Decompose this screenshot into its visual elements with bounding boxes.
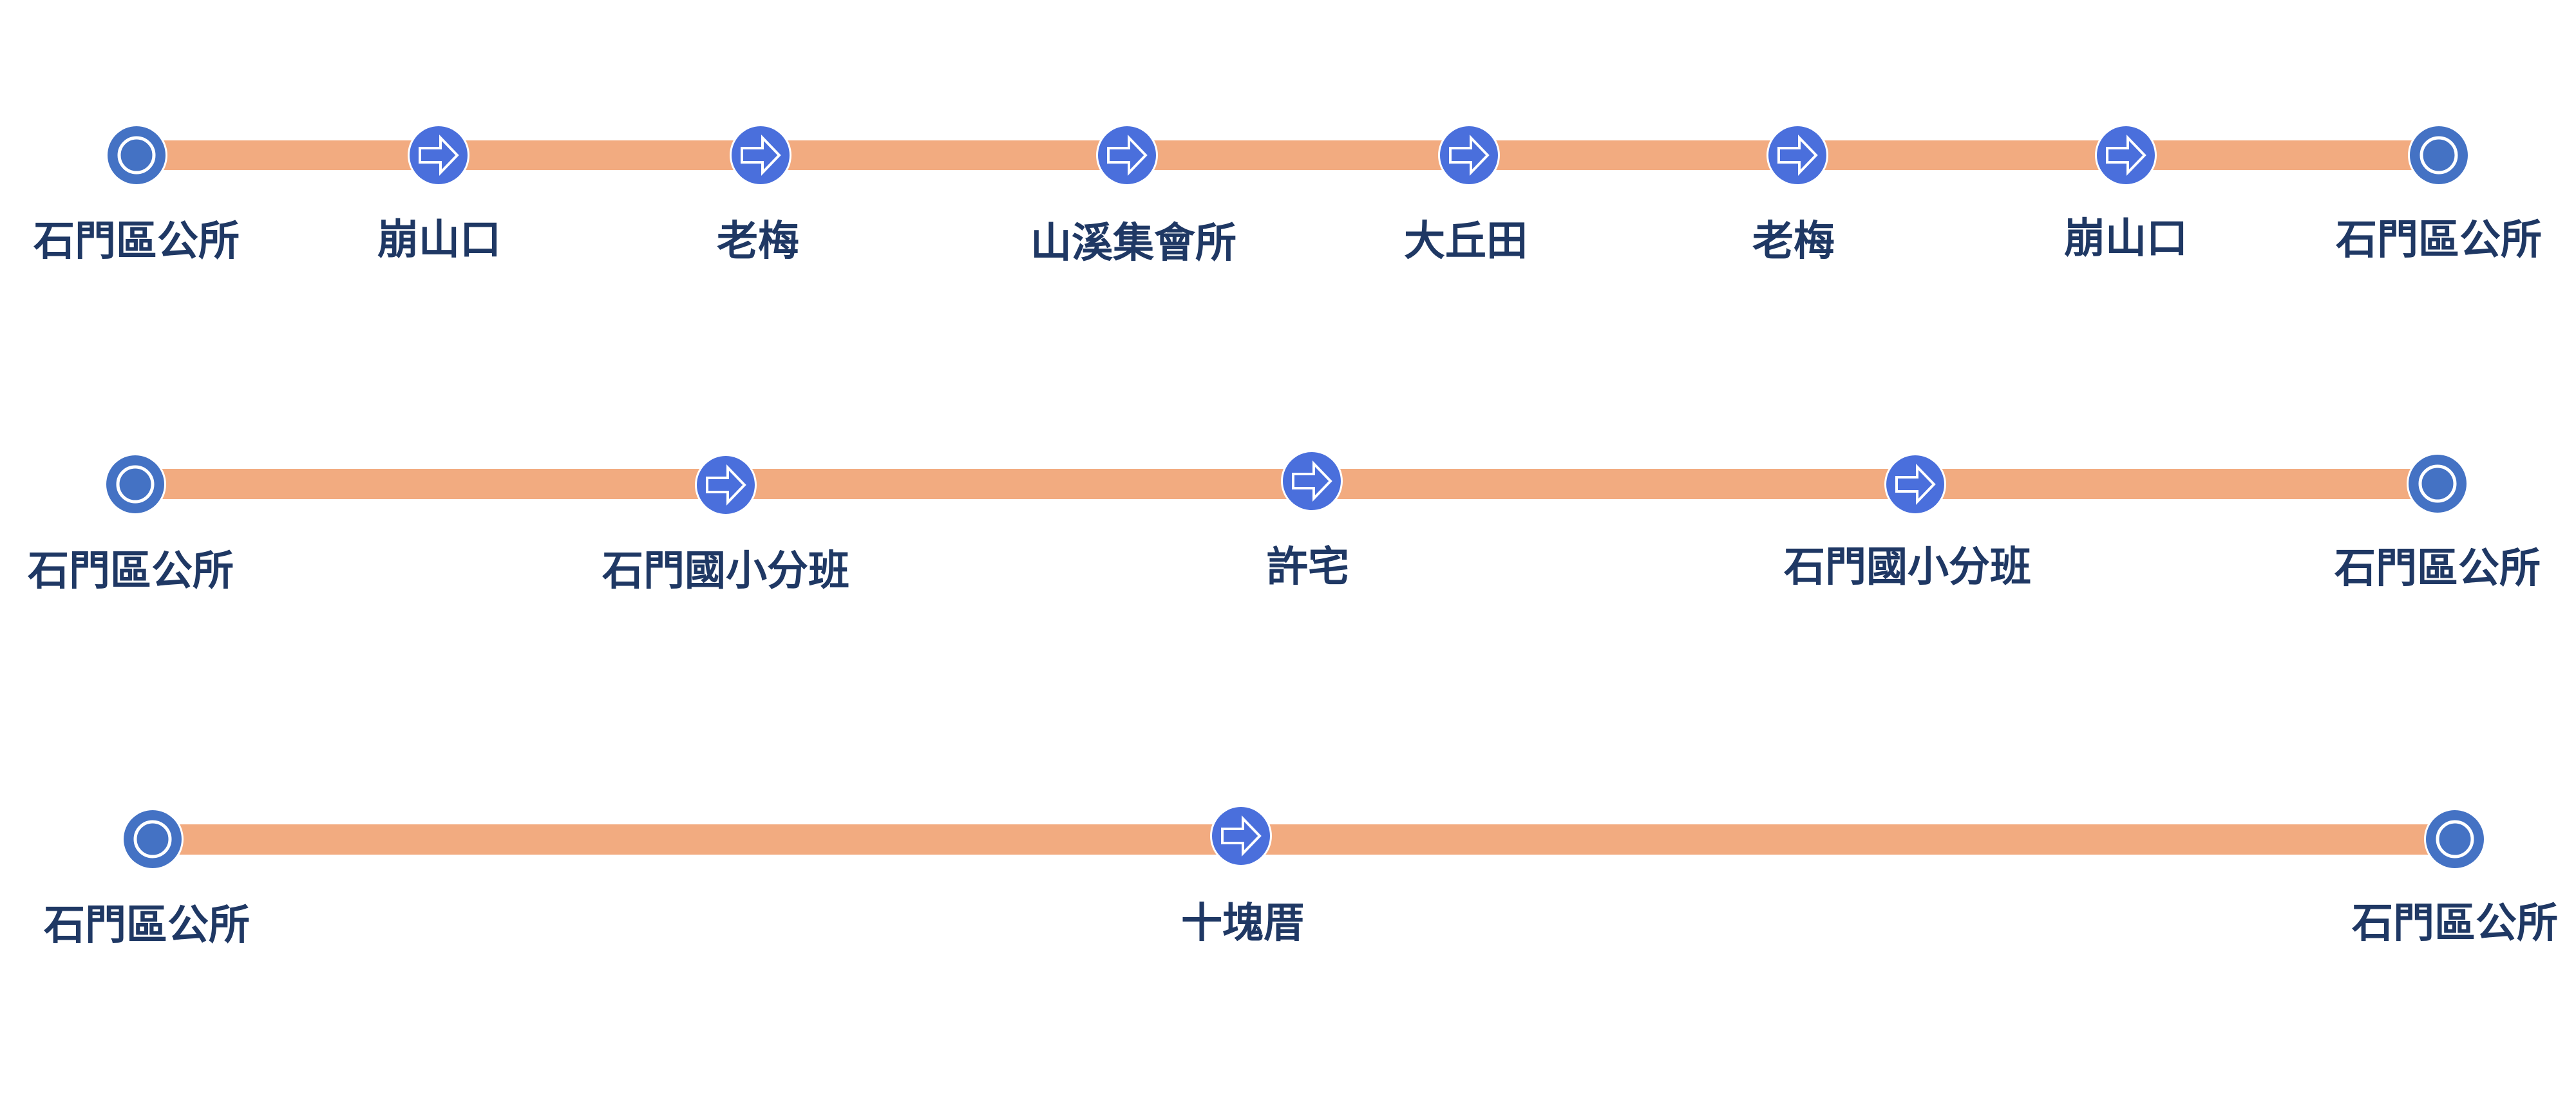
marker-disc (410, 126, 468, 184)
stop-4: 山溪集會所 (1030, 124, 1236, 267)
stop-label: 石門區公所 (44, 901, 250, 949)
ring-icon (116, 465, 155, 504)
via-marker (2095, 124, 2157, 186)
marker-disc (1886, 455, 1944, 513)
stop-label: 石門區公所 (2336, 216, 2542, 264)
via-marker (1766, 124, 1828, 186)
ring-icon (2436, 820, 2474, 858)
stop-4: 石門國小分班 (1784, 453, 2031, 591)
marker-disc (2410, 126, 2468, 184)
stop-label: 老梅 (717, 217, 799, 265)
stop-label: 崩山口 (377, 216, 501, 264)
marker-disc (2426, 810, 2484, 868)
terminal-marker (106, 124, 167, 186)
ring-icon (2418, 464, 2457, 503)
arrow-right-icon (1292, 460, 1332, 502)
arrow-right-icon (706, 464, 746, 506)
marker-disc (2409, 455, 2467, 513)
stop-label: 石門國小分班 (1784, 543, 2031, 591)
terminal-marker (122, 808, 184, 870)
marker-disc (732, 126, 790, 184)
arrow-right-icon (1449, 135, 1490, 176)
stop-3: 許宅 (1267, 450, 1349, 591)
stop-label: 崩山口 (2064, 214, 2188, 263)
stop-3: 老梅 (717, 124, 799, 265)
stop-label: 大丘田 (1404, 217, 1528, 265)
via-marker (730, 124, 791, 186)
ring-icon (2420, 136, 2458, 175)
route-2: 石門區公所 石門國小分班 許宅 石門國小分班 石門區公所 (28, 450, 2541, 595)
marker-disc (2097, 126, 2155, 184)
stop-label: 山溪集會所 (1030, 219, 1236, 267)
stop-label: 石門區公所 (2352, 899, 2558, 947)
route-1: 石門區公所 崩山口 老梅 山溪集會所 大丘田 老梅 崩山口 石門區公所 (33, 124, 2542, 267)
via-marker (695, 454, 757, 516)
terminal-marker (104, 453, 166, 515)
via-marker (1281, 450, 1343, 512)
marker-disc (108, 126, 166, 184)
stop-label: 石門國小分班 (602, 547, 849, 595)
via-marker (1210, 805, 1272, 867)
marker-disc (1098, 126, 1156, 184)
marker-disc (106, 455, 164, 513)
stop-label: 十塊厝 (1181, 899, 1305, 947)
arrow-right-icon (1777, 135, 1818, 176)
stop-6: 老梅 (1752, 124, 1835, 265)
marker-disc (1768, 126, 1826, 184)
terminal-marker (2408, 124, 2470, 186)
stop-3: 石門區公所 (2352, 808, 2558, 947)
via-marker (1096, 124, 1158, 186)
stop-1: 石門區公所 (33, 124, 240, 265)
arrow-right-icon (1221, 815, 1262, 857)
marker-disc (124, 810, 182, 868)
arrow-right-icon (2106, 135, 2146, 176)
stop-5: 石門區公所 (2334, 453, 2541, 593)
via-marker (1884, 453, 1946, 515)
stop-label: 老梅 (1752, 217, 1835, 265)
stop-label: 石門區公所 (2334, 544, 2541, 593)
stop-2: 十塊厝 (1181, 805, 1305, 947)
stop-label: 石門區公所 (33, 217, 240, 265)
stop-1: 石門區公所 (44, 808, 250, 949)
via-marker (1438, 124, 1500, 186)
marker-disc (1212, 807, 1270, 865)
arrow-right-icon (419, 135, 459, 176)
arrow-right-icon (741, 135, 781, 176)
terminal-marker (2407, 453, 2468, 515)
stop-2: 石門國小分班 (602, 454, 849, 595)
marker-disc (697, 456, 755, 514)
route-line (137, 140, 2439, 170)
stop-8: 石門區公所 (2336, 124, 2542, 264)
arrow-right-icon (1895, 464, 1936, 505)
stop-2: 崩山口 (377, 124, 501, 264)
via-marker (408, 124, 469, 186)
terminal-marker (2424, 808, 2486, 870)
route-3: 石門區公所 十塊厝 石門區公所 (44, 805, 2558, 949)
marker-disc (1283, 452, 1341, 510)
route-line (153, 824, 2455, 855)
stop-1: 石門區公所 (28, 453, 234, 595)
stop-5: 大丘田 (1404, 124, 1528, 265)
stop-label: 許宅 (1267, 543, 1349, 591)
ring-icon (117, 136, 156, 175)
ring-icon (133, 820, 172, 858)
arrow-right-icon (1107, 135, 1148, 176)
stop-label: 石門區公所 (28, 547, 234, 595)
marker-disc (1440, 126, 1498, 184)
stop-7: 崩山口 (2064, 124, 2188, 263)
